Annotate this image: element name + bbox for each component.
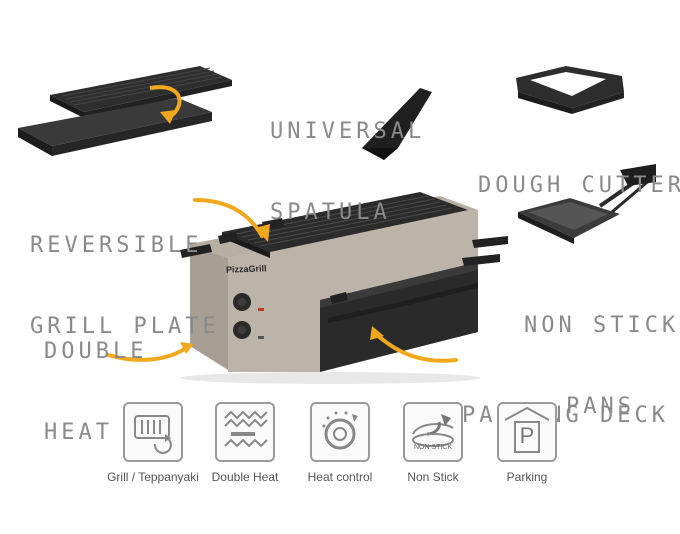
label-non-stick-pans: NON STICK PANS — [524, 258, 679, 474]
feature-grill-teppanyaki: Grill / Teppanyaki — [107, 402, 199, 484]
feature-caption: Parking — [506, 470, 548, 484]
label-line: GRILL PLATE — [30, 314, 220, 339]
double-heat-arrow — [106, 346, 188, 362]
label-dough-cutter: DOUGH CUTTER — [478, 118, 680, 253]
universal-spatula — [362, 88, 432, 160]
non-stick-badge: NON STICK — [413, 444, 453, 451]
feature-caption: Double Heat — [211, 470, 279, 484]
grill-teppanyaki-icon — [123, 402, 183, 462]
label-line: HEAT — [44, 420, 113, 445]
heat-control-icon — [310, 402, 370, 462]
non-stick-pan — [518, 164, 656, 244]
feature-non-stick: NON STICK Non Stick — [398, 402, 468, 484]
feature-double-heat: Double Heat — [210, 402, 280, 484]
label-line: DOUGH CUTTER — [478, 173, 680, 198]
feature-heat-control: Heat control — [305, 402, 375, 484]
label-reversible-grill-plate: REVERSIBLE GRILL PLATE — [30, 178, 220, 394]
reversible-plates — [18, 66, 232, 156]
label-line: UNIVERSAL — [270, 119, 426, 144]
raclette-grill — [180, 192, 508, 384]
label-line: REVERSIBLE — [30, 233, 203, 258]
feature-parking: P Parking — [492, 402, 562, 484]
label-universal-spatula: UNIVERSAL SPATULA — [270, 64, 425, 280]
parking-icon: P — [497, 402, 557, 462]
dough-cutter — [516, 66, 624, 114]
label-double-heat: DOUBLE HEAT — [44, 284, 147, 500]
label-line: NON STICK — [524, 313, 680, 338]
double-heat-icon — [215, 402, 275, 462]
brand-label: PizzaGrill — [225, 263, 267, 275]
non-stick-icon: NON STICK — [403, 402, 463, 462]
parking-letter: P — [519, 423, 535, 448]
label-line: PANS — [566, 394, 635, 419]
feature-caption: Non Stick — [407, 470, 459, 484]
feature-caption: Heat control — [307, 470, 373, 484]
label-line: SPATULA — [270, 200, 391, 225]
feature-caption: Grill / Teppanyaki — [107, 470, 199, 484]
parking-arrow — [374, 332, 458, 363]
label-line: DOUBLE — [44, 339, 148, 364]
